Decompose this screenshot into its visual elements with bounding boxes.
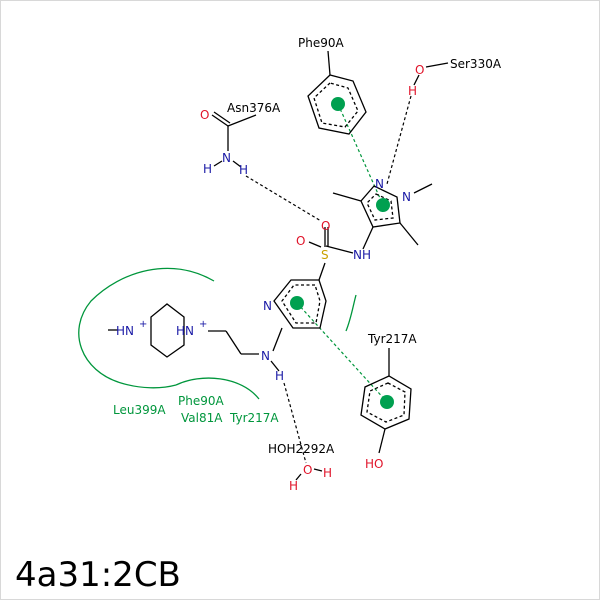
hydrophobic-leu399: Leu399A [113, 403, 166, 417]
ring-centroids [290, 97, 394, 409]
residue-labels: Phe90A Ser330A Asn376A Tyr217A HOH2292A [227, 36, 502, 456]
residue-ser330: Ser330A [450, 57, 502, 71]
atom-h-asn-2: H [239, 163, 248, 177]
hydrophobic-labels: Leu399A Phe90A Val81A Tyr217A [113, 394, 279, 425]
hbond-water [283, 382, 307, 464]
hydrophobic-arc-bottom [175, 377, 260, 400]
atom-s: S [321, 248, 329, 262]
bonds [108, 50, 449, 481]
ring-center-pyrazole [376, 198, 390, 212]
interactions [245, 95, 412, 464]
atom-hn-piperazine-2: HN [176, 324, 194, 338]
atom-n-pyridine: N [263, 299, 272, 313]
hydrophobic-val81: Val81A [181, 411, 223, 425]
residue-tyr217: Tyr217A [367, 332, 417, 346]
residue-hoh: HOH2292A [268, 442, 335, 456]
atom-labels: O H O N H H N N O O S NH N N H HN + HN +… [116, 63, 424, 493]
atom-o-sulfonyl-2: O [296, 234, 305, 248]
atom-n-linker: N [261, 349, 270, 363]
hydrophobic-arc-left [78, 267, 215, 389]
ring-center-phe90 [331, 97, 345, 111]
atom-n-pyrazole-2: N [402, 190, 411, 204]
atom-h-linker: H [275, 369, 284, 383]
atom-o-water: O [303, 463, 312, 477]
atom-nh-sulfonamide: NH [353, 248, 371, 262]
atom-h-ser: H [408, 84, 417, 98]
atom-o-asn: O [200, 108, 209, 122]
diagram-title: 4a31:2CB [15, 555, 181, 595]
hydrophobic-tyr217: Tyr217A [229, 411, 279, 425]
atom-h-water-2: H [323, 466, 332, 480]
atom-o-ser: O [415, 63, 424, 77]
pi-stack-tyr217 [296, 302, 388, 403]
atom-hn-piperazine-1: HN [116, 324, 134, 338]
hbond-ser330 [386, 95, 412, 185]
residue-asn376: Asn376A [227, 101, 281, 115]
atom-h-water-1: H [289, 479, 298, 493]
hydrophobic-phe90: Phe90A [178, 394, 224, 408]
hbond-asn376 [245, 175, 322, 222]
ring-center-pyridine [290, 296, 304, 310]
atom-o-sulfonyl-1: O [321, 219, 330, 233]
ring-center-tyr217 [380, 395, 394, 409]
hydrophobic-arc-right [345, 294, 357, 332]
hydrophobic-contours [78, 267, 357, 400]
residue-phe90-top: Phe90A [298, 36, 344, 50]
atom-hn-charge-1: + [139, 319, 147, 330]
atom-hn-charge-2: + [199, 319, 207, 330]
atom-n-asn: N [222, 151, 231, 165]
atom-ho-tyr: HO [365, 457, 383, 471]
atom-h-asn-1: H [203, 162, 212, 176]
atom-n-pyrazole-1: N [375, 177, 384, 191]
pi-stack-phe90 [337, 103, 384, 206]
